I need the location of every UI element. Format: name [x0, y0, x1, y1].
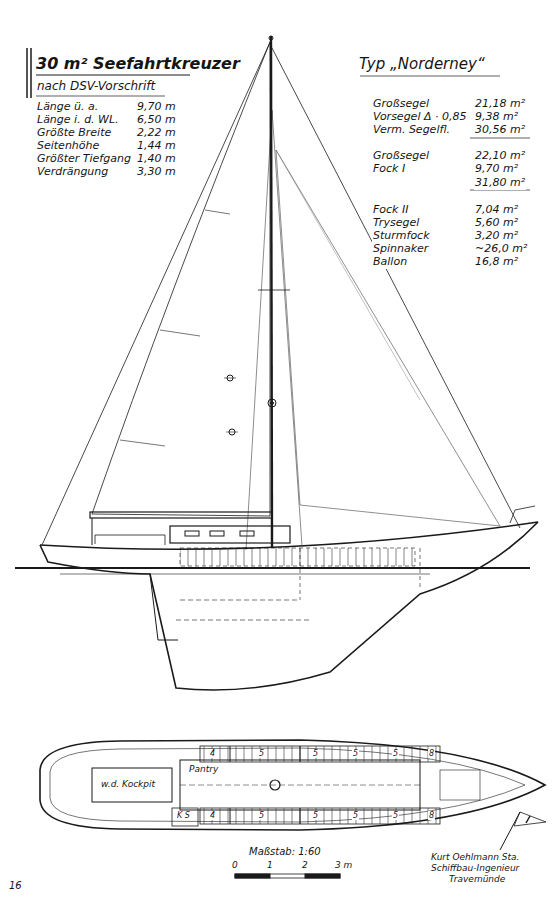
callout-number: 8 — [428, 749, 435, 758]
spec-value: 3,30 m — [136, 166, 177, 179]
callout-number: 5 — [312, 749, 319, 758]
sail-name: Trysegel — [372, 217, 420, 230]
scale-tick: 0 — [231, 860, 239, 870]
spec-name: Verdrängung — [36, 166, 109, 179]
designer-signature: Kurt Oehlmann Sta. — [430, 852, 520, 862]
sail-area: 7,04 m² — [474, 204, 519, 217]
spec-name: Größte Breite — [36, 127, 112, 140]
callout-number: 5 — [392, 811, 399, 820]
sail-area: 9,70 m² — [474, 163, 519, 176]
callout-number: 8 — [428, 811, 435, 820]
sail-area: 9,38 m² — [474, 111, 519, 124]
spec-value: 6,50 m — [136, 114, 177, 127]
space-label: K S — [176, 811, 191, 820]
designer-signature: Schiffbau-Ingenieur — [430, 863, 520, 873]
spec-name: Länge ü. a. — [36, 101, 99, 114]
sail-area: 31,80 m² — [474, 177, 526, 190]
sail-area: ~26,0 m² — [474, 243, 528, 256]
rule-note: nach DSV-Vorschrift — [36, 80, 156, 94]
sail-name: Ballon — [372, 256, 408, 269]
designer-signature: Travemünde — [448, 874, 506, 884]
space-label: w.d. Kockpit — [100, 779, 156, 789]
page-number: 16 — [8, 880, 23, 892]
sail-name: Sturmfock — [372, 230, 431, 243]
spec-name: Seitenhöhe — [36, 140, 100, 153]
scale-tick: 2 — [301, 860, 309, 870]
callout-number: 4 — [209, 749, 216, 758]
callout-number: 5 — [312, 811, 319, 820]
sail-area: 3,20 m² — [474, 230, 519, 243]
spec-value: 2,22 m — [136, 127, 177, 140]
sail-name: Großsegel — [372, 98, 430, 111]
callout-number: 5 — [258, 749, 265, 758]
spec-value: 9,70 m — [136, 101, 177, 114]
sail-area: 5,60 m² — [474, 217, 519, 230]
space-label: Pantry — [188, 764, 219, 774]
scale-tick: 3 m — [334, 860, 353, 870]
spec-name: Länge i. d. WL. — [36, 114, 120, 127]
sail-area: 30,56 m² — [474, 124, 526, 137]
callout-number: 4 — [209, 811, 216, 820]
scale-tick: 1 — [266, 860, 274, 870]
sail-name: Fock I — [372, 163, 406, 176]
sail-area: 16,8 m² — [474, 256, 519, 269]
sail-name: Fock II — [372, 204, 409, 217]
type-name: Typ „Norderney“ — [358, 56, 486, 73]
drawing-title: 30 m² Seefahrtkreuzer — [36, 54, 240, 73]
scale-note: Maßstab: 1:60 — [248, 846, 322, 858]
callout-number: 5 — [258, 811, 265, 820]
sail-name: Spinnaker — [372, 243, 429, 256]
sail-area: 21,18 m² — [474, 98, 526, 111]
sail-name: Großsegel — [372, 150, 430, 163]
spec-name: Größter Tiefgang — [36, 153, 132, 166]
sail-name: Verm. Segelfl. — [372, 124, 451, 137]
sail-area: 22,10 m² — [474, 150, 526, 163]
callout-number: 5 — [392, 749, 399, 758]
sail-name: Vorsegel Δ · 0,85 — [372, 111, 467, 124]
spec-value: 1,44 m — [136, 140, 177, 153]
spec-value: 1,40 m — [136, 153, 177, 166]
callout-number: 5 — [352, 749, 359, 758]
callout-number: 5 — [352, 811, 359, 820]
